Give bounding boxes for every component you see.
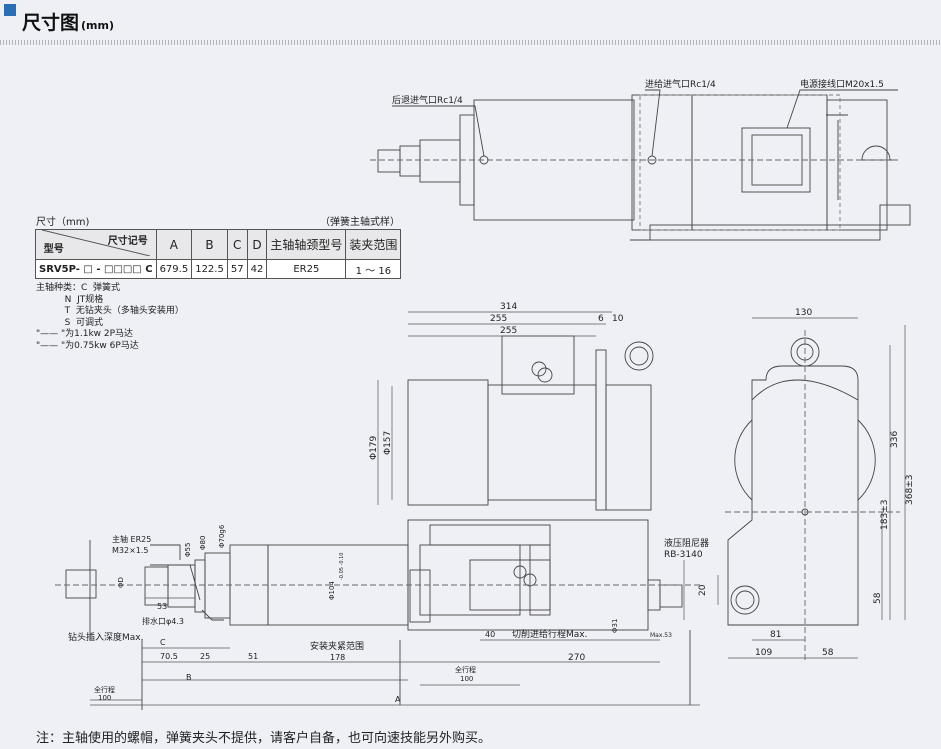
power-port-label: 电源接线口M20x1.5 — [800, 78, 884, 90]
drill-depth-label: 钻头插入深度Max. — [68, 631, 143, 643]
dim-25: 25 — [200, 652, 210, 661]
dim-d157: Φ157 — [383, 431, 393, 455]
feed-stroke-label: 切削进给行程Max. — [512, 628, 587, 640]
side-view-drawing — [65, 335, 691, 710]
dim-d31: Φ31 — [611, 619, 619, 633]
front-centerline — [725, 330, 900, 660]
diagram-labels: 后退进气口Rc1/4 进给进气口Rc1/4 电源接线口M20x1.5 314 2… — [68, 78, 915, 704]
col-header: B — [191, 229, 228, 260]
dim-58a: 58 — [873, 592, 883, 604]
table-cell: ER25 — [266, 259, 347, 279]
full-stroke-label-a: 全行程 — [455, 665, 476, 674]
front-view-drawing — [727, 337, 876, 626]
table-cell: 1 ～ 16 — [345, 259, 402, 279]
title-unit: (mm) — [81, 19, 114, 32]
title-marker-icon — [4, 4, 16, 16]
dim-183: 183±3 — [880, 500, 890, 530]
clamp-range-label: 安装夹紧范围 — [310, 640, 364, 652]
dim-368: 368±3 — [905, 475, 915, 505]
dim-max53: Max.53 — [650, 632, 672, 639]
note-line: 主轴种类：C 弹簧式 — [36, 283, 121, 293]
dim-20: 20 — [698, 584, 708, 596]
note-line: N JT规格 — [36, 294, 104, 305]
spindle-label: 主轴 ER25 — [112, 534, 151, 544]
col-header: 装夹范围 — [345, 229, 402, 260]
thread-label: M32×1.5 — [112, 546, 149, 555]
title-bar: 尺寸图(mm) — [0, 0, 941, 50]
feed-air-label: 进给进气口Rc1/4 — [645, 78, 716, 90]
corner-diagonal: 尺寸记号 型号 — [41, 230, 150, 256]
top-view-drawing — [377, 94, 911, 241]
corner-top-label: 尺寸记号 — [107, 236, 148, 247]
dim-255b: 255 — [500, 326, 517, 336]
table-cell-model: SRV5P- □ - □□□□ C — [35, 259, 157, 279]
dim-270: 270 — [568, 653, 585, 663]
footer-note: 注：主轴使用的螺帽，弹簧夹头不提供，请客户自备，也可向速技能另外购买。 — [36, 731, 492, 746]
dim-130: 130 — [795, 308, 812, 318]
rear-air-label: 后退进气口Rc1/4 — [392, 94, 463, 106]
title-label: 尺寸图 — [22, 12, 80, 34]
dim-d104-tol: -0.05 -0.10 — [339, 553, 345, 580]
top-leaders — [392, 89, 898, 157]
table-header-row: 尺寸记号 型号 A B C D 主轴轴颈型号 装夹范围 — [35, 229, 402, 260]
dim-100b: 100 — [98, 694, 111, 702]
dim-314: 314 — [500, 302, 517, 312]
top-view-hidden-lines — [639, 94, 841, 231]
dim-d70: Φ70g6 — [218, 524, 226, 548]
table-row: SRV5P- □ - □□□□ C 679.5 122.5 57 42 ER25… — [35, 259, 402, 279]
table-cell: 122.5 — [191, 259, 228, 279]
dim-178: 178 — [330, 653, 345, 662]
table-caption-left: 尺寸（mm) — [36, 217, 90, 228]
dim-70-5: 70.5 — [160, 652, 178, 661]
dim-255a: 255 — [490, 314, 507, 324]
notes: 主轴种类：C 弹簧式 N JT规格 T 无钻夹头（多轴头安装用） S 可调式 "… — [36, 283, 184, 352]
dim-10: 10 — [612, 314, 624, 324]
dim-d80: Φ80 — [199, 536, 207, 550]
damper-model-label: RB-3140 — [664, 550, 703, 560]
page-title: 尺寸图(mm) — [22, 8, 114, 35]
spec-table: 尺寸记号 型号 A B C D 主轴轴颈型号 装夹范围 SRV5P- □ - □… — [35, 229, 402, 279]
col-header: C — [226, 229, 248, 260]
dim-d55: Φ55 — [184, 543, 192, 557]
full-stroke-label-b: 全行程 — [94, 685, 115, 694]
note-line: T 无钻夹头（多轴头安装用） — [36, 306, 184, 316]
table-caption-right: （弹簧主轴式样） — [320, 217, 400, 228]
dim-109: 109 — [755, 648, 772, 658]
dim-dD: ΦD — [117, 577, 125, 588]
note-line: "—— "为1.1kw 2P马达 — [36, 329, 134, 339]
note-line: S 可调式 — [36, 317, 104, 328]
dim-40: 40 — [485, 630, 495, 639]
dim-C: C — [160, 638, 166, 647]
dim-53: 53 — [157, 602, 167, 611]
note-line: "—— "为0.75kw 6P马达 — [36, 340, 139, 351]
dim-B: B — [186, 673, 192, 682]
dim-d104: Φ104 — [328, 581, 336, 600]
front-dimension-lines — [717, 317, 906, 659]
dim-100a: 100 — [460, 675, 473, 683]
diagonal-line — [41, 230, 150, 256]
title-rule — [0, 40, 941, 45]
corner-bottom-label: 型号 — [43, 244, 64, 255]
dim-A: A — [395, 695, 401, 704]
dim-6: 6 — [598, 314, 604, 324]
dim-336: 336 — [890, 431, 900, 448]
dim-58b: 58 — [822, 648, 834, 658]
side-dimension-lines — [90, 311, 700, 706]
dim-d179: Φ179 — [369, 435, 379, 460]
damper-label: 液压阻尼器 — [664, 537, 709, 549]
dim-51: 51 — [248, 652, 258, 661]
table-cell: 57 — [226, 259, 248, 279]
dim-81: 81 — [770, 630, 781, 640]
drain-label: 排水口φ4.3 — [142, 616, 184, 626]
